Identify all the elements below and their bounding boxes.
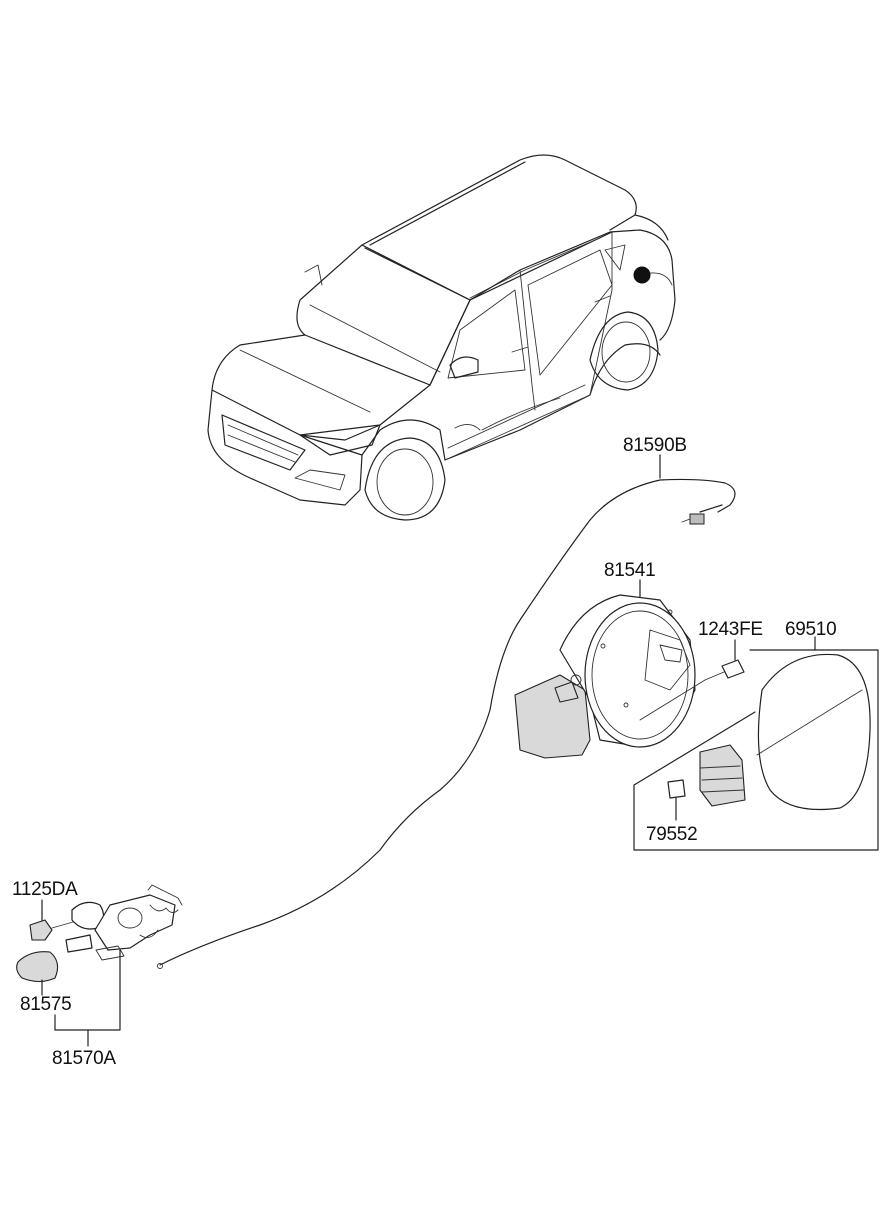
part-label-81541: 81541 [604, 560, 656, 581]
fuel-filler-housing [514, 579, 706, 759]
vehicle-illustration [207, 154, 676, 521]
part-label-81570A: 81570A [52, 1048, 116, 1069]
part-label-69510: 69510 [785, 619, 837, 640]
cable-81590B [157, 454, 736, 969]
fuel-door-actuator [16, 884, 183, 1047]
part-label-81590B: 81590B [623, 435, 687, 456]
part-label-1243FE: 1243FE [698, 619, 763, 640]
fuel-door-box [633, 636, 879, 851]
part-label-81575: 81575 [20, 994, 72, 1015]
part-label-1125DA: 1125DA [12, 879, 78, 900]
screw-1243FE [704, 639, 745, 681]
part-label-79552: 79552 [646, 824, 698, 845]
